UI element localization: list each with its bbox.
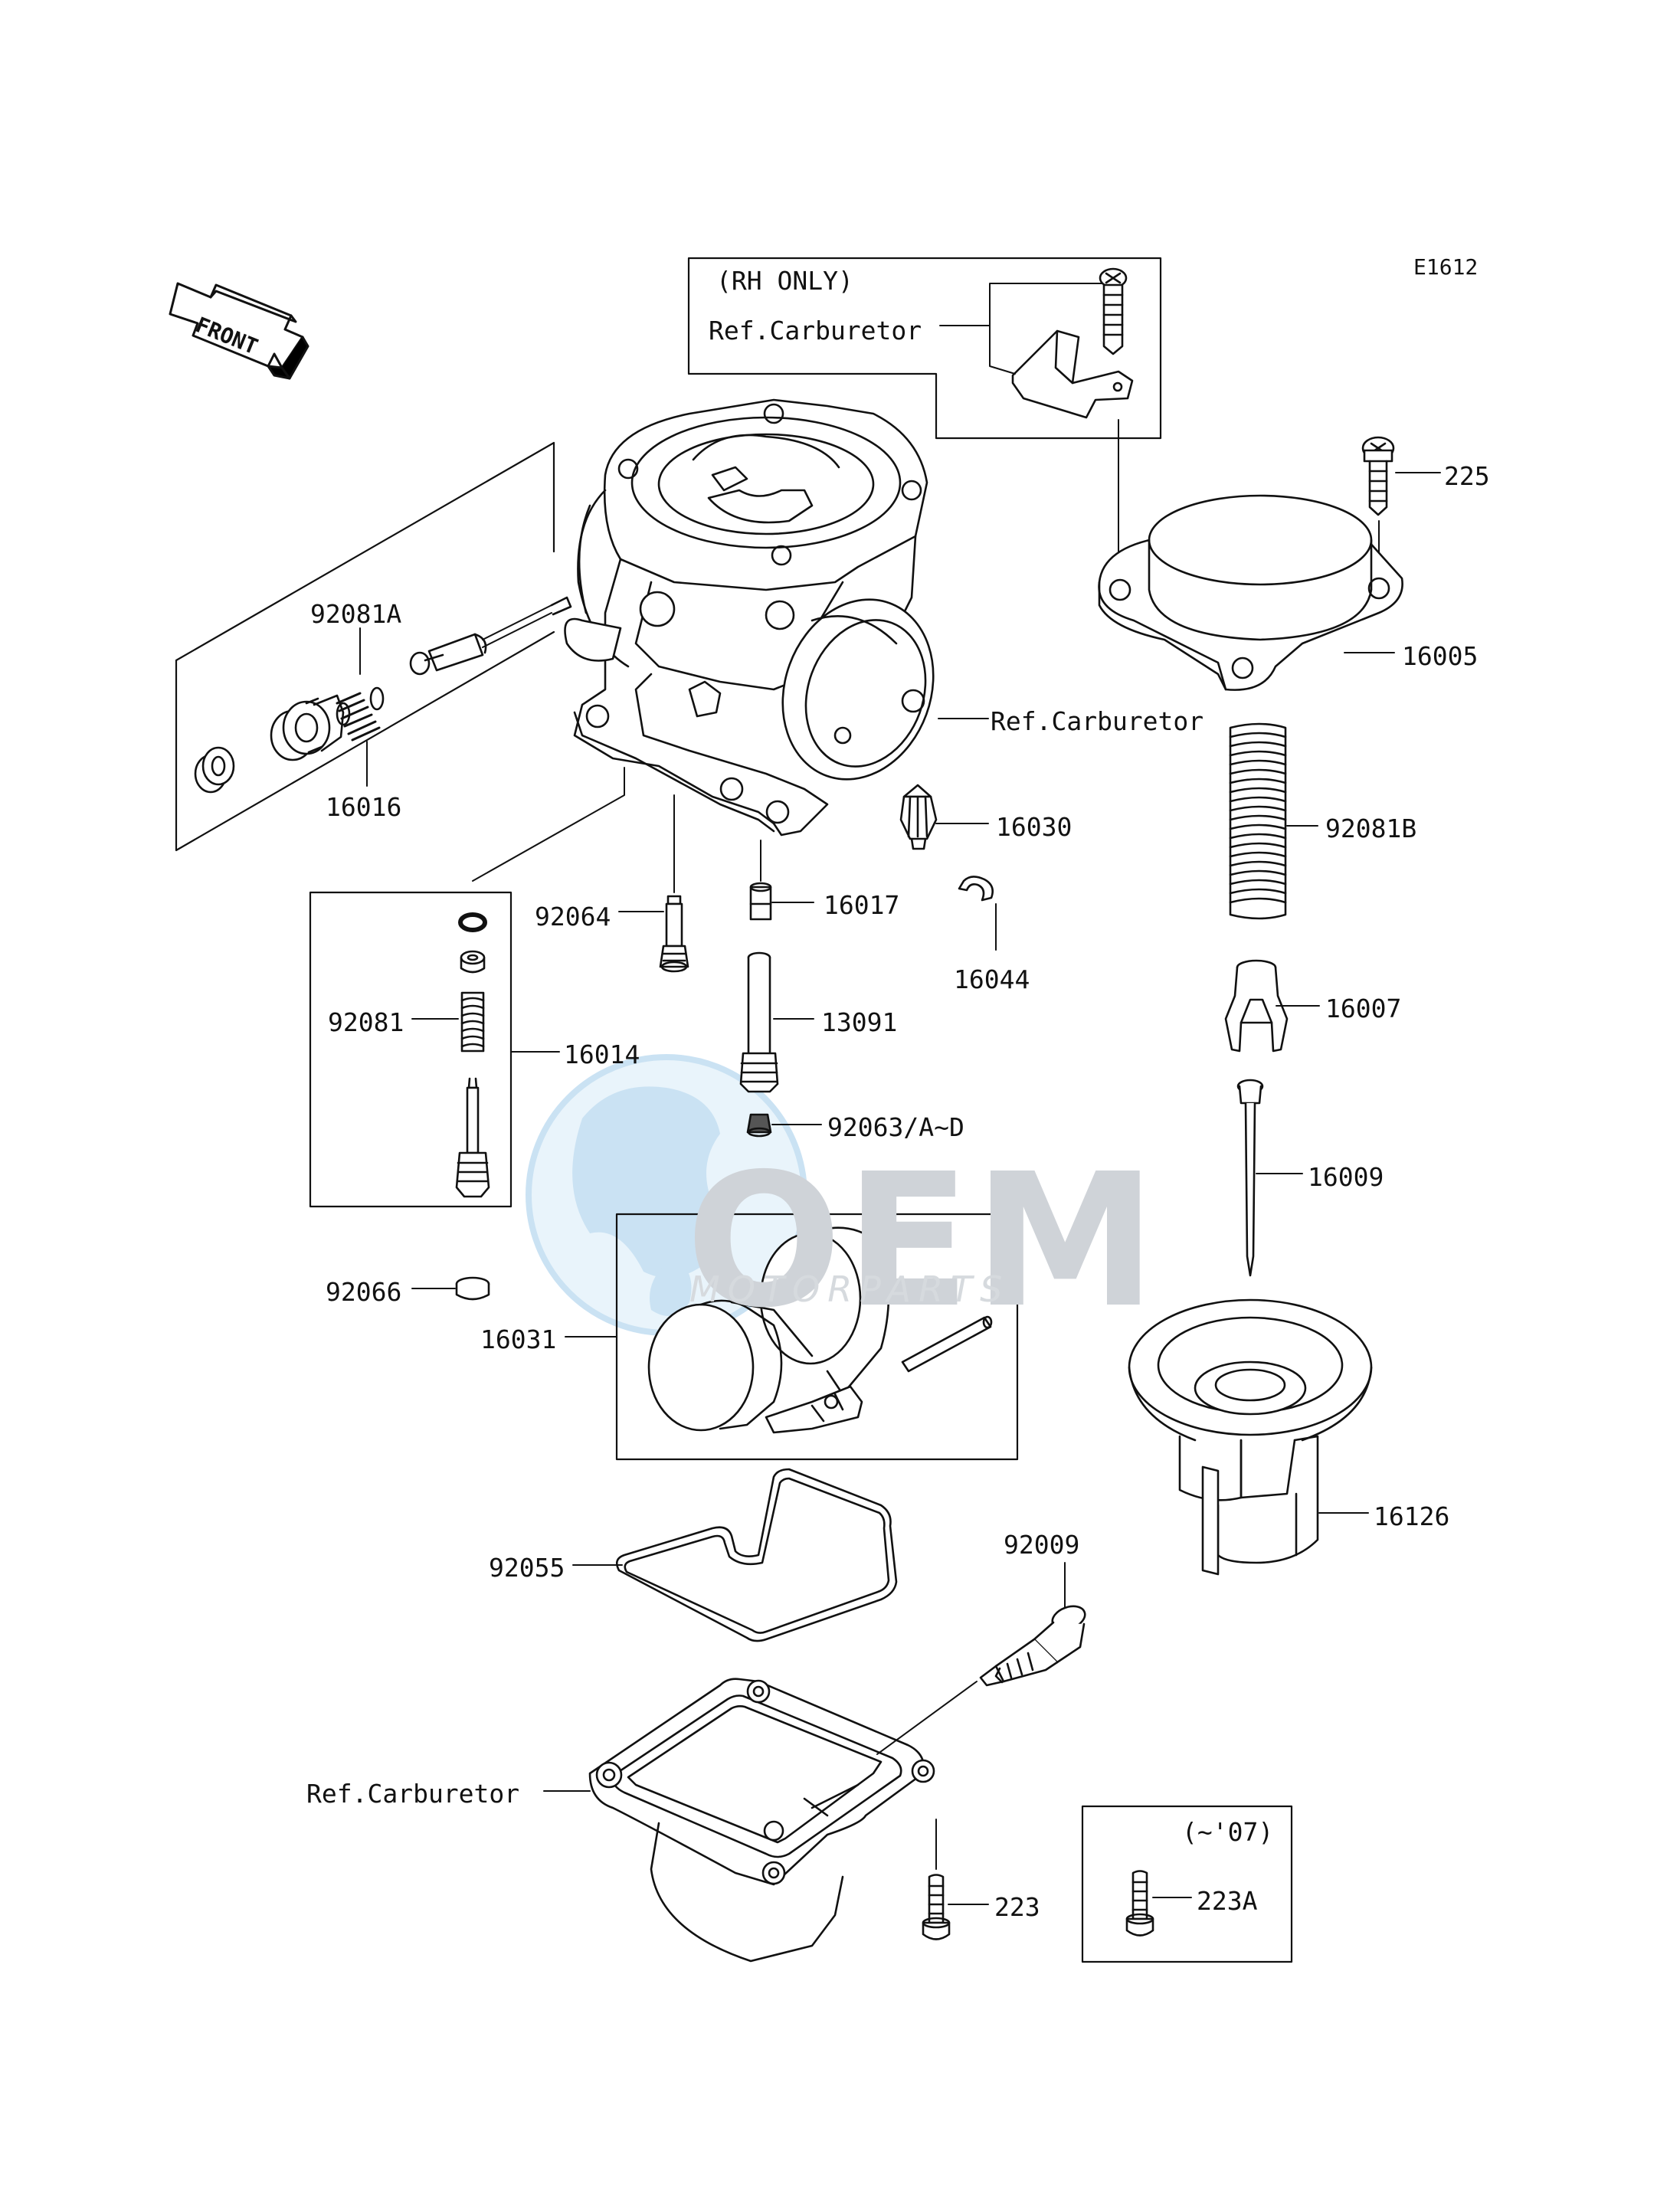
vacuum-piston-16126-icon (1128, 1298, 1373, 1576)
part-label-92081[interactable]: 92081 (328, 1007, 404, 1037)
watermark-subtitle: MOTORPARTS (689, 1269, 1010, 1310)
top-cover-16005-icon (1098, 494, 1403, 691)
leader-bowl-to-92009 (876, 1681, 978, 1755)
part-label-16009[interactable]: 16009 (1308, 1162, 1384, 1192)
part-label-92066[interactable]: 92066 (326, 1277, 402, 1307)
until-07-title: (~'07) (1182, 1817, 1274, 1847)
pilot-jet-92064-icon (659, 895, 689, 973)
carburetor-body-icon (564, 398, 935, 837)
box-until-07-outline (1081, 1805, 1293, 1963)
main-jet-92063-icon (746, 1113, 772, 1138)
needle-jet-13091-icon (739, 951, 779, 1093)
rh-bracket-icon (1011, 329, 1134, 419)
part-label-92055[interactable]: 92055 (489, 1553, 565, 1583)
part-label-223a[interactable]: 223A (1197, 1886, 1258, 1916)
part-label-16017[interactable]: 16017 (824, 890, 900, 920)
screw-223-icon (922, 1874, 951, 1940)
o-ring-16016-icon (194, 746, 235, 794)
drain-screw-92009-icon (979, 1605, 1086, 1687)
rh-only-ref-carburetor[interactable]: Ref.Carburetor (709, 316, 922, 345)
spring-92081a-icon (336, 686, 385, 742)
clip-16044-icon (958, 876, 994, 902)
part-label-16030[interactable]: 16030 (996, 812, 1073, 842)
pilot-screw-16016-icon (409, 596, 572, 676)
bowl-ref-carburetor[interactable]: Ref.Carburetor (306, 1779, 520, 1809)
box-16014-outline (309, 891, 513, 1208)
part-label-16014[interactable]: 16014 (564, 1040, 640, 1069)
plunger-16014-icon (455, 1077, 490, 1198)
front-direction-arrow-icon (169, 282, 309, 380)
diagram-code: E1612 (1413, 254, 1479, 280)
jet-needle-16009-icon (1236, 1079, 1264, 1277)
part-label-16007[interactable]: 16007 (1325, 994, 1402, 1023)
jet-holder-16017-icon (749, 882, 772, 921)
part-label-13091[interactable]: 13091 (821, 1007, 898, 1037)
part-label-16005[interactable]: 16005 (1402, 641, 1479, 671)
screw-225-icon (1361, 436, 1395, 516)
part-label-16044[interactable]: 16044 (954, 964, 1030, 994)
part-label-225[interactable]: 225 (1444, 461, 1490, 491)
float-valve-16030-icon (899, 784, 938, 850)
washer-16016-icon (270, 694, 345, 761)
float-16031-icon (647, 1226, 890, 1434)
watermark-logo: OEM (686, 1134, 1160, 1348)
spring-92081b-icon (1229, 722, 1287, 920)
float-bowl-icon (588, 1678, 935, 1963)
leader-body-to-16014 (472, 767, 625, 882)
part-label-92009[interactable]: 92009 (1004, 1530, 1080, 1560)
part-label-16031[interactable]: 16031 (480, 1324, 557, 1354)
washer-16014-icon (460, 950, 486, 974)
spring-92081-icon (460, 991, 485, 1053)
box-16016-outline (175, 441, 555, 852)
rh-bracket-screw-icon (1099, 267, 1128, 355)
part-label-16126[interactable]: 16126 (1374, 1501, 1450, 1531)
part-label-92081a[interactable]: 92081A (310, 599, 402, 629)
part-label-92081b[interactable]: 92081B (1325, 814, 1417, 843)
screw-223a-icon (1125, 1870, 1154, 1937)
part-label-223[interactable]: 223 (994, 1892, 1040, 1922)
body-ref-carburetor[interactable]: Ref.Carburetor (991, 706, 1204, 736)
gasket-92055-icon (615, 1468, 898, 1642)
float-pin-16031-icon (901, 1315, 993, 1373)
part-label-16016[interactable]: 16016 (326, 792, 402, 822)
cap-92066-icon (455, 1276, 490, 1301)
leader-rh-ref (939, 283, 1102, 375)
rh-only-box-outline (687, 257, 1162, 440)
part-label-92063[interactable]: 92063/A~D (827, 1112, 964, 1142)
rh-only-title: (RH ONLY) (716, 266, 853, 296)
part-label-92064[interactable]: 92064 (535, 902, 611, 932)
watermark-globe-icon (526, 1054, 807, 1336)
needle-holder-16007-icon (1224, 959, 1289, 1053)
o-ring-16014-icon (458, 912, 487, 932)
